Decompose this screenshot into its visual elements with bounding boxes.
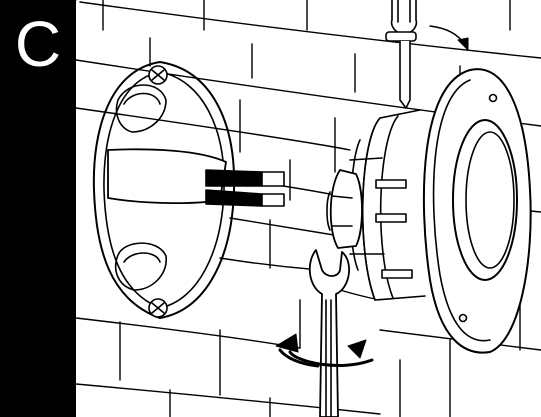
mounting-screw-icon [148,298,168,318]
open-end-wrench-icon [308,249,350,417]
screwdriver-icon [385,0,418,109]
motion-arrow-icon [429,25,469,51]
step-sidebar: C [0,0,76,417]
step-letter: C [14,8,62,80]
cable-bundle [107,148,285,207]
hex-nut [326,169,363,249]
rotation-arrow-icon [275,333,374,368]
round-electrical-box [92,61,285,319]
mounting-screw-icon [148,65,168,85]
fitting-flange [326,68,532,354]
